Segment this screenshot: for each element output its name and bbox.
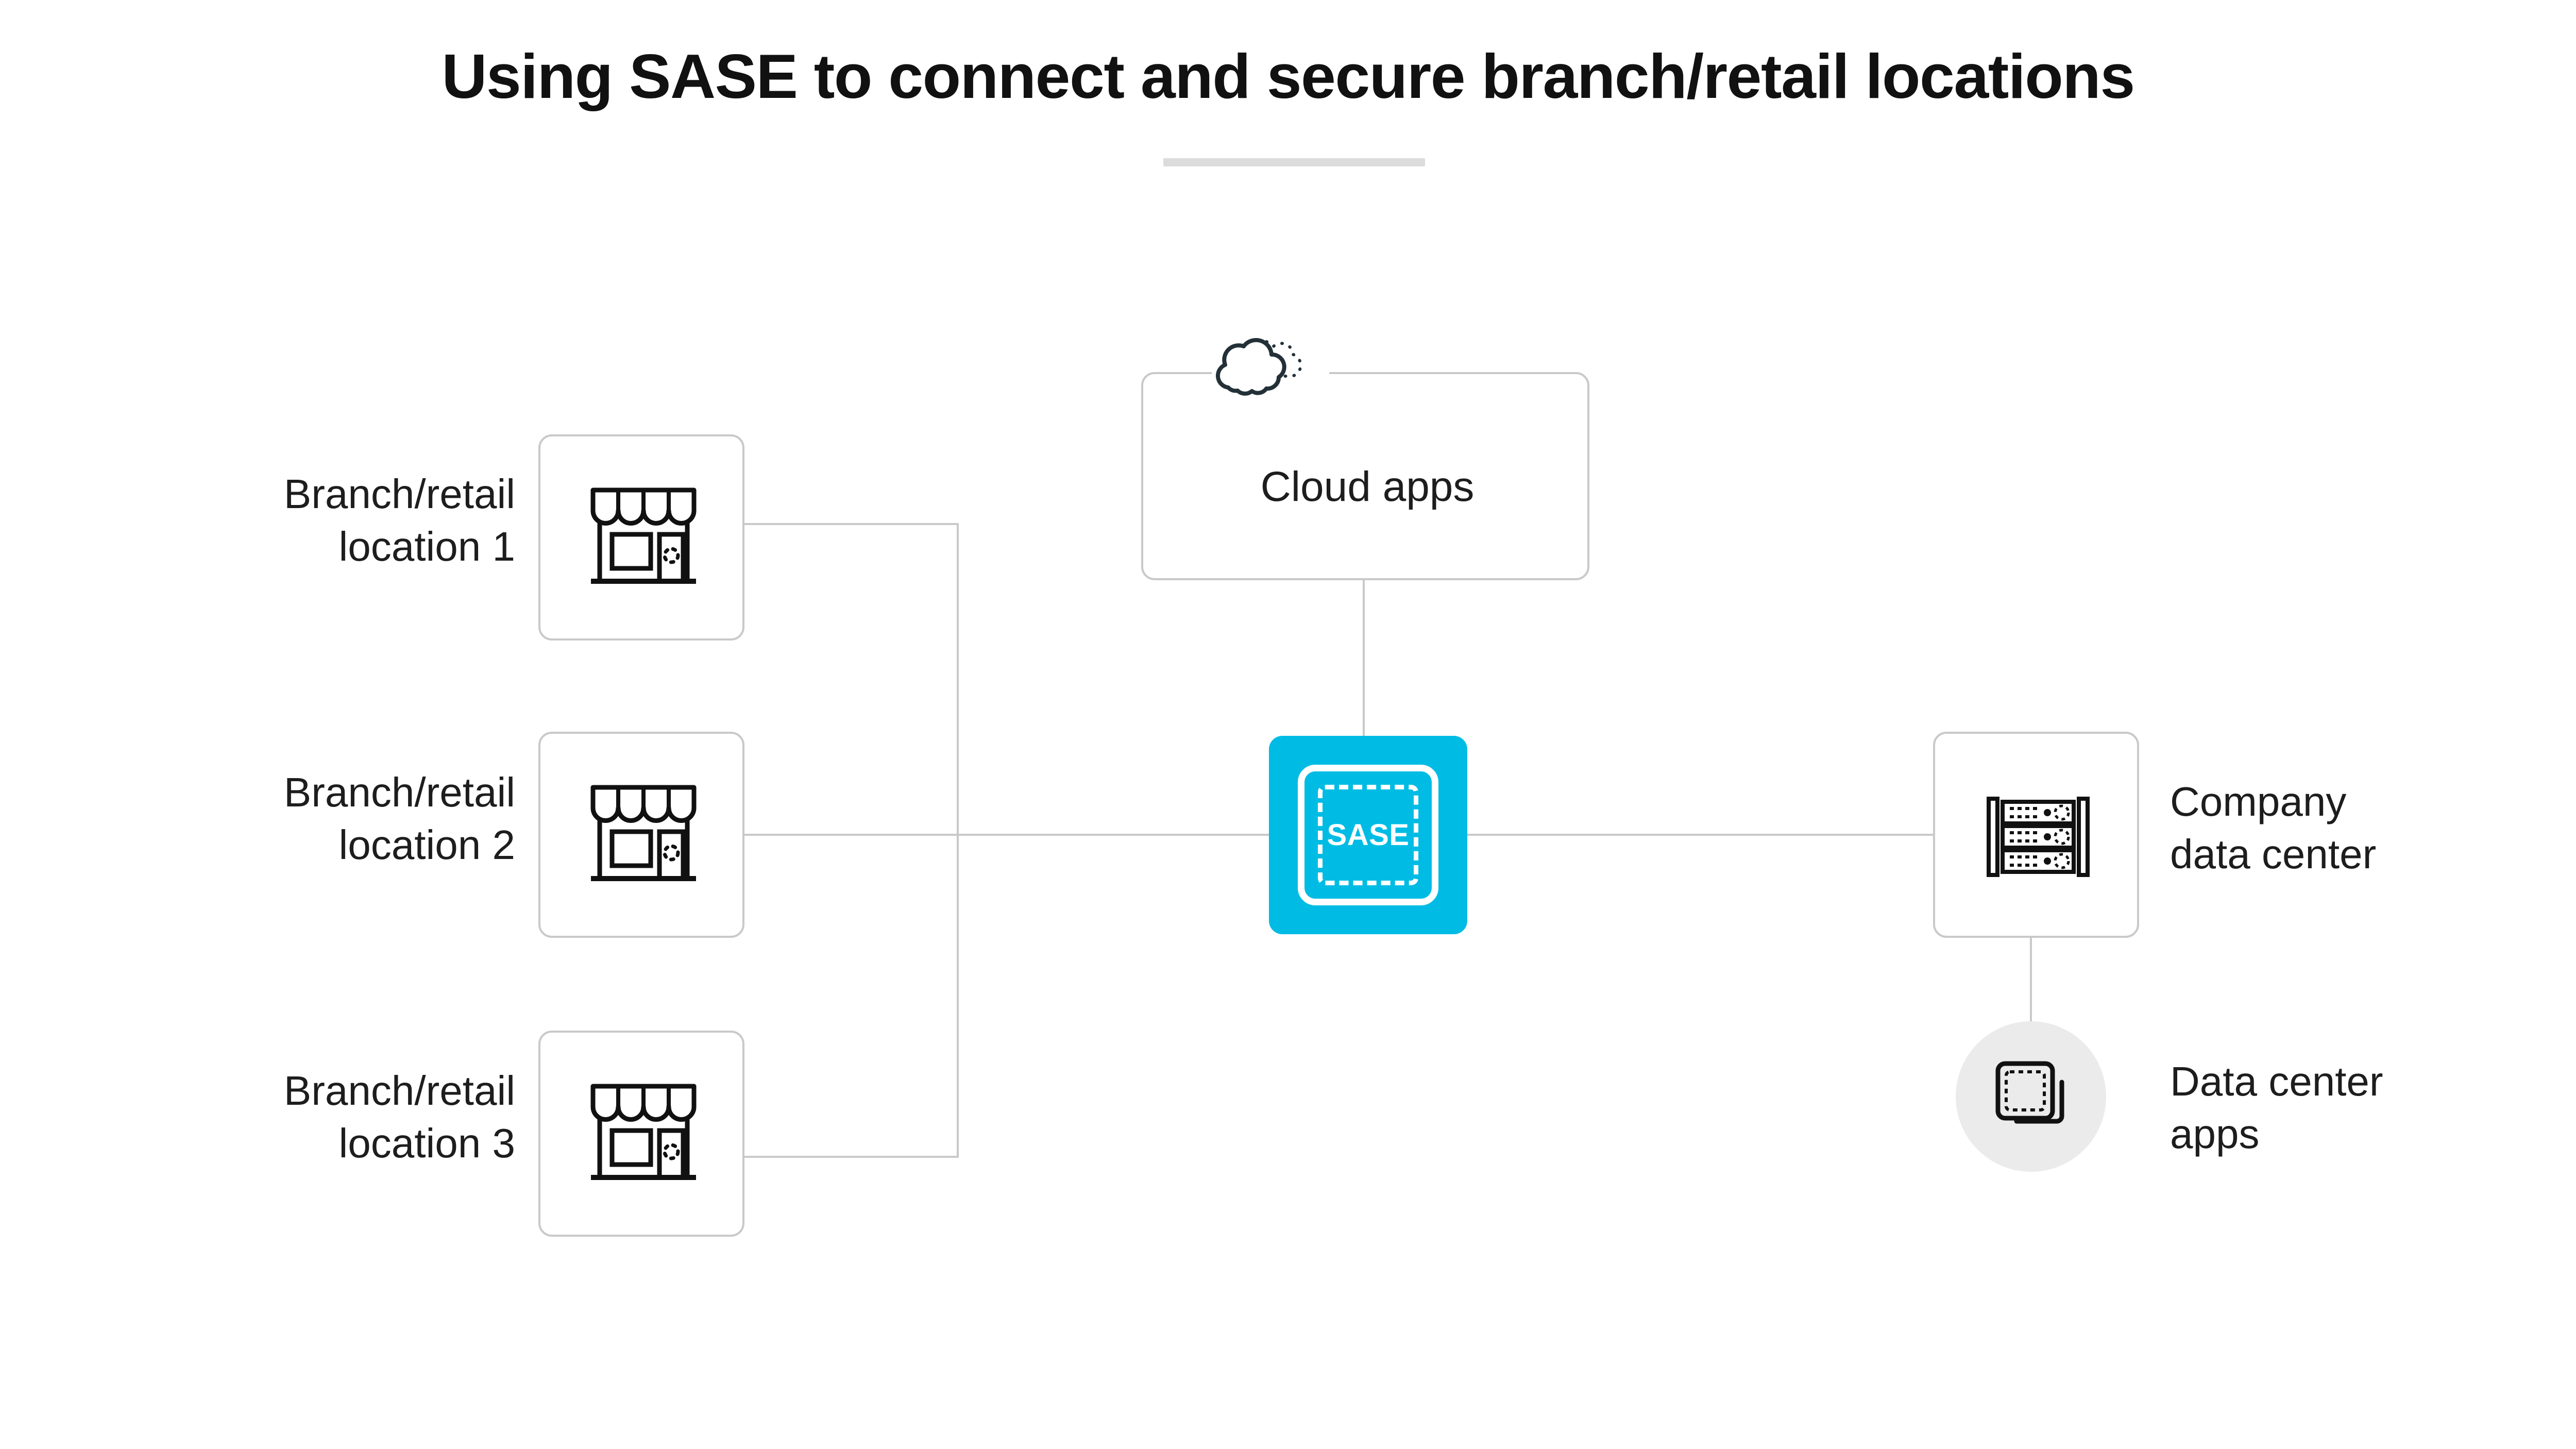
branch-location-2-node[interactable] bbox=[538, 732, 744, 938]
connector-cloudapps-to-sase bbox=[1363, 580, 1365, 736]
storefront-icon bbox=[590, 487, 697, 584]
connector-bus-to-sase bbox=[744, 834, 1270, 836]
sase-shield-icon bbox=[1298, 765, 1438, 905]
sase-node[interactable]: SASE bbox=[1269, 736, 1467, 934]
branch-label-2: Branch/retail location 2 bbox=[283, 769, 515, 868]
cloud-apps-label: Cloud apps bbox=[1260, 463, 1475, 510]
storefront-icon bbox=[590, 1084, 697, 1180]
page-title: Using SASE to connect and secure branch/… bbox=[442, 41, 2135, 111]
connector-branch1-to-bus bbox=[744, 523, 959, 525]
sase-dashed-border bbox=[1318, 785, 1418, 885]
connector-datacenter-to-dcapps bbox=[2030, 938, 2032, 1023]
cloud-icon bbox=[1215, 338, 1302, 396]
cloud-apps-node[interactable]: Cloud apps bbox=[1141, 372, 1589, 580]
data-center-apps-node[interactable] bbox=[1956, 1021, 2106, 1172]
sase-label: SASE bbox=[1327, 818, 1410, 852]
branch-label-3: Branch/retail location 3 bbox=[283, 1068, 515, 1167]
stacked-apps-icon bbox=[1995, 1061, 2064, 1124]
connector-sase-to-datacenter bbox=[1467, 834, 1934, 836]
company-data-center-node[interactable] bbox=[1933, 732, 2139, 938]
data-center-apps-label: Data center apps bbox=[2170, 1058, 2383, 1157]
company-data-center-label: Company data center bbox=[2170, 779, 2377, 878]
branch-location-1-node[interactable] bbox=[538, 434, 744, 641]
connector-branch3-to-bus bbox=[744, 1156, 959, 1158]
connector-branch-bus bbox=[957, 523, 959, 1158]
storefront-icon bbox=[590, 785, 697, 881]
branch-location-3-node[interactable] bbox=[538, 1031, 744, 1237]
server-rack-icon bbox=[1987, 797, 2090, 877]
branch-label-1: Branch/retail location 1 bbox=[283, 471, 515, 570]
title-underline-rule bbox=[1163, 158, 1425, 166]
